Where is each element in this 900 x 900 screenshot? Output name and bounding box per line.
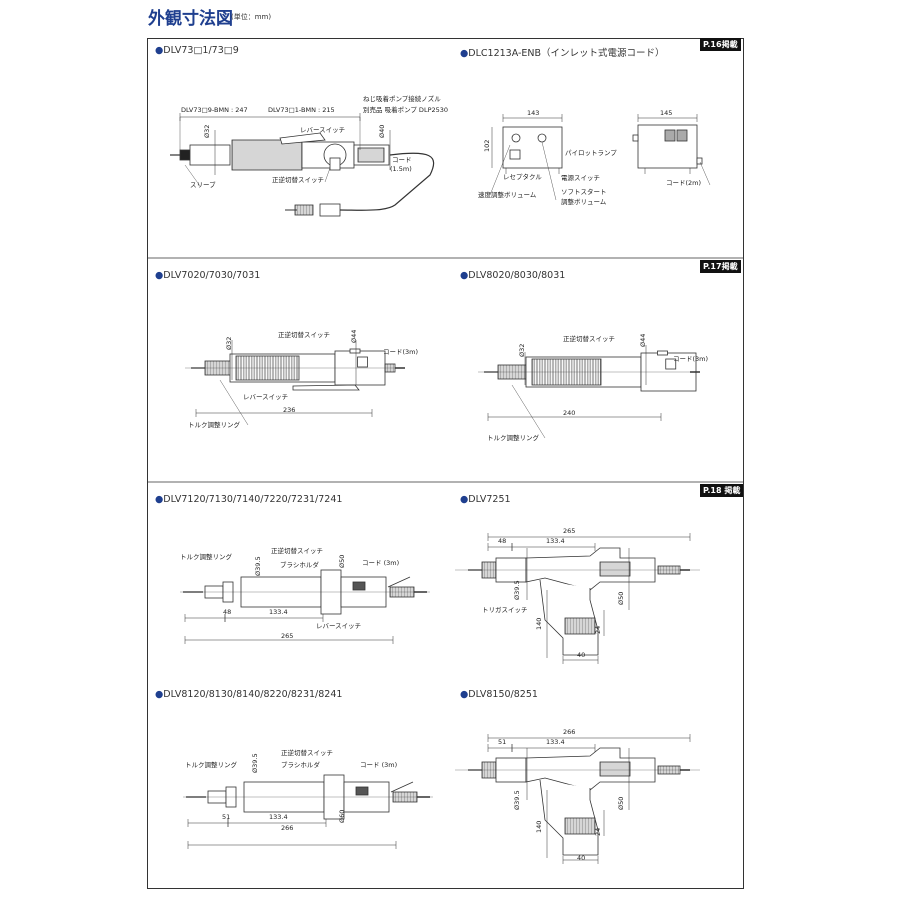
dim-label: DLV73□9-BMN : 247 xyxy=(181,106,248,114)
dim-label: 145 xyxy=(660,109,673,117)
callout: 正逆切替スイッチ xyxy=(563,335,615,343)
callout: レバースイッチ xyxy=(316,622,362,630)
page-title: 外観寸法図 xyxy=(148,9,233,29)
dim-label: 140 xyxy=(535,820,543,833)
dim-label: Ø50 xyxy=(338,554,346,568)
dim-label: 266 xyxy=(281,824,294,832)
page-ref-badge: P.17掲載 xyxy=(700,260,741,273)
callout: コード xyxy=(392,156,412,164)
dim-label: Ø39.5 xyxy=(513,790,521,810)
callout: 正逆切替スイッチ xyxy=(278,331,330,339)
dim-label: 40 xyxy=(577,651,586,659)
dim-label: Ø44 xyxy=(639,333,647,347)
dim-label: 48 xyxy=(498,537,507,545)
dlv8020-dims xyxy=(487,345,662,439)
dlv7020-drawing xyxy=(185,348,405,391)
dim-label: Ø50 xyxy=(617,796,625,810)
callout: 電源スイッチ xyxy=(561,174,600,182)
callout: コード(3m) xyxy=(383,348,419,356)
section-dividers xyxy=(147,257,743,483)
callout: コード (3m) xyxy=(362,559,400,567)
dim-label: 102 xyxy=(483,139,491,152)
dim-label: 48 xyxy=(223,608,232,616)
model-heading: ●DLV7251 xyxy=(460,494,511,505)
model-heading: ●DLV73□1/73□9 xyxy=(155,45,239,56)
callout: (1.5m) xyxy=(390,165,412,173)
callout: トリガスイッチ xyxy=(482,606,528,614)
dim-label: 266 xyxy=(563,728,576,736)
model-heading: ●DLV7020/7030/7031 xyxy=(155,270,261,281)
callout: レバースイッチ xyxy=(243,393,289,401)
dim-label: 133.4 xyxy=(269,608,288,616)
dim-label: 51 xyxy=(222,813,231,821)
dlv7020-dims xyxy=(195,340,373,426)
callout: スリーブ xyxy=(190,181,216,189)
dim-label: 133.4 xyxy=(269,813,288,821)
callout: コード(2m) xyxy=(666,179,702,187)
dim-label: 240 xyxy=(563,409,576,417)
callout: トルク調整リング xyxy=(180,553,232,561)
callout: レセプタクル xyxy=(503,173,542,181)
page-ref-badge: P.18 掲載 xyxy=(700,484,744,497)
dim-label: Ø40 xyxy=(378,124,386,138)
model-heading: ●DLV8150/8251 xyxy=(460,689,538,700)
dim-label: 143 xyxy=(527,109,540,117)
dim-label: Ø44 xyxy=(350,329,358,343)
dlv8120-drawing xyxy=(183,774,433,849)
callout: 正逆切替スイッチ xyxy=(272,176,324,184)
dim-label: 24 xyxy=(594,827,602,836)
callout: ブラシホルダ xyxy=(280,561,319,569)
unit-note: (単位：mm) xyxy=(231,13,272,21)
dim-label: 40 xyxy=(577,854,586,862)
model-heading: ●DLC1213A-ENB（インレット式電源コード） xyxy=(460,48,665,59)
dim-label: DLV73□1-BMN : 215 xyxy=(268,106,335,114)
dlc1213-drawing xyxy=(489,114,711,201)
callout: コード(3m) xyxy=(673,355,709,363)
page-ref-badge: P.16掲載 xyxy=(700,38,741,51)
dim-label: 51 xyxy=(498,738,507,746)
dim-label: Ø32 xyxy=(225,336,233,350)
dim-label: Ø39.5 xyxy=(513,580,521,600)
drawing-frame xyxy=(147,38,744,889)
callout: 別売品 吸着ポンプ DLP2530 xyxy=(363,106,449,114)
dim-label: Ø50 xyxy=(617,591,625,605)
dlv7120-drawing xyxy=(180,569,430,644)
dim-label: Ø32 xyxy=(203,124,211,138)
dim-label: 133.4 xyxy=(546,537,565,545)
dim-label: 265 xyxy=(563,527,576,535)
callout: コード (3m) xyxy=(360,761,398,769)
callout: 速度調整ボリューム xyxy=(478,191,537,199)
dim-label: 265 xyxy=(281,632,294,640)
dim-label: Ø39.5 xyxy=(251,753,259,773)
callout: ねじ吸着ポンプ接続ノズル xyxy=(363,95,441,103)
dim-label: 140 xyxy=(535,617,543,630)
callout: トルク調整リング xyxy=(487,434,539,442)
dlv8150-drawing xyxy=(455,734,700,864)
callout: パイロットランプ xyxy=(565,149,617,157)
model-heading: ●DLV7120/7130/7140/7220/7231/7241 xyxy=(155,494,343,505)
dim-label: Ø39.5 xyxy=(254,556,262,576)
dim-label: Ø60 xyxy=(338,809,346,823)
callout: 調整ボリューム xyxy=(561,198,607,206)
dim-label: 236 xyxy=(283,406,296,414)
callout: 正逆切替スイッチ xyxy=(281,749,333,757)
dim-label: 133.4 xyxy=(546,738,565,746)
callout: 正逆切替スイッチ xyxy=(271,547,323,555)
dim-label: Ø32 xyxy=(518,343,526,357)
model-heading: ●DLV8020/8030/8031 xyxy=(460,270,566,281)
dlv7251-drawing xyxy=(455,533,700,664)
callout: レバースイッチ xyxy=(300,126,346,134)
dlv73-drawing xyxy=(170,113,435,217)
dlv8020-drawing xyxy=(478,350,700,392)
callout: ブラシホルダ xyxy=(281,761,320,769)
model-heading: ●DLV8120/8130/8140/8220/8231/8241 xyxy=(155,689,343,700)
callout: ソフトスタート xyxy=(561,188,607,196)
dim-label: 24 xyxy=(594,625,602,634)
callout: トルク調整リング xyxy=(188,421,240,429)
callout: トルク調整リング xyxy=(185,761,237,769)
